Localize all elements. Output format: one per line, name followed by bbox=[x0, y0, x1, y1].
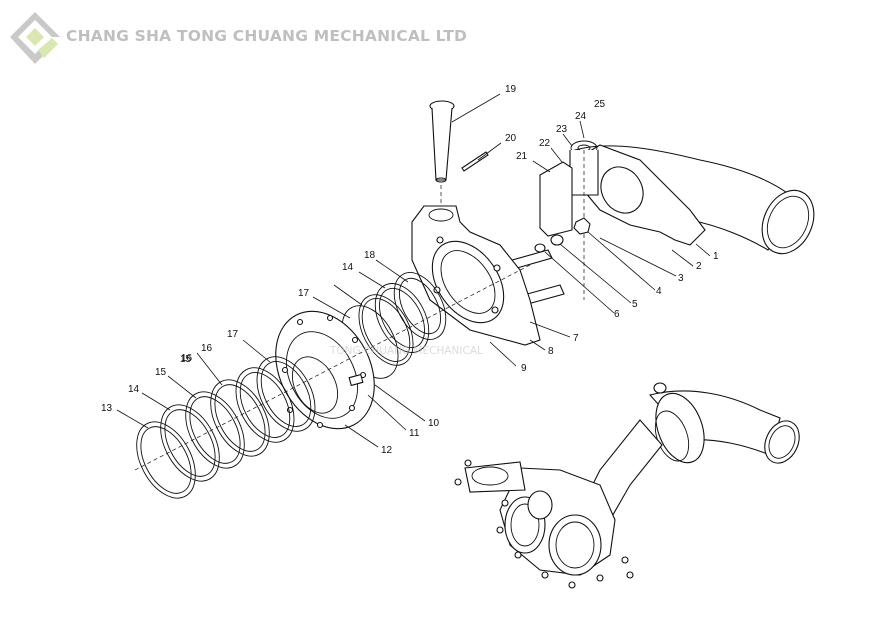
callout-15-b: 15 bbox=[180, 354, 192, 365]
washer-small bbox=[534, 234, 564, 253]
callout-6: 6 bbox=[614, 309, 620, 320]
callout-12: 12 bbox=[381, 445, 393, 456]
watermark-text: TONG CHUANG MECHANICAL bbox=[330, 345, 483, 357]
callout-18: 18 bbox=[364, 250, 376, 261]
hinge-pin bbox=[429, 100, 455, 183]
callout-25: 25 bbox=[594, 99, 606, 110]
callout-19: 19 bbox=[505, 84, 517, 95]
seal-ring-14-upper bbox=[374, 283, 430, 353]
seal-ring-13 bbox=[136, 421, 196, 499]
callout-2: 2 bbox=[696, 261, 702, 272]
callout-14-b: 14 bbox=[342, 262, 354, 273]
seal-ring-17-lower bbox=[256, 356, 316, 432]
nut bbox=[573, 217, 591, 235]
callout-9: 9 bbox=[521, 363, 527, 374]
company-logo-icon bbox=[10, 12, 60, 64]
locking-plate bbox=[539, 161, 573, 237]
seal-ring-14 bbox=[160, 404, 220, 482]
callout-16: 16 bbox=[181, 353, 193, 364]
callout-16-b: 16 bbox=[201, 343, 213, 354]
cotter-pin bbox=[461, 151, 489, 172]
seal-ring-18 bbox=[393, 272, 447, 340]
callout-21: 21 bbox=[516, 151, 528, 162]
seal-ring-16-upper bbox=[358, 294, 414, 366]
callout-23: 23 bbox=[556, 124, 568, 135]
callout-24: 24 bbox=[575, 111, 587, 122]
callout-10: 10 bbox=[428, 418, 440, 429]
seal-ring-15-lower bbox=[210, 379, 270, 457]
callout-17-b: 17 bbox=[298, 288, 310, 299]
flange-housing bbox=[275, 310, 375, 430]
seal-ring-16-lower bbox=[235, 367, 295, 443]
callout-4: 4 bbox=[656, 286, 662, 297]
company-name: CHANG SHA TONG CHUANG MECHANICAL LTD bbox=[66, 27, 468, 45]
outlet-elbow-housing bbox=[569, 140, 815, 255]
callout-14: 14 bbox=[128, 384, 140, 395]
callout-1: 1 bbox=[713, 251, 719, 262]
leader-lines bbox=[116, 93, 711, 448]
callout-numbers: 1 2 3 4 5 6 7 8 9 10 11 12 13 14 15 16 1… bbox=[101, 84, 719, 456]
callout-15: 15 bbox=[155, 367, 167, 378]
assembly-overview bbox=[454, 382, 800, 589]
bearing-housing-bracket bbox=[411, 205, 541, 346]
callout-22: 22 bbox=[539, 138, 551, 149]
callout-5: 5 bbox=[632, 299, 638, 310]
callout-11: 11 bbox=[409, 428, 420, 439]
callout-13: 13 bbox=[101, 403, 113, 414]
callout-20: 20 bbox=[505, 133, 517, 144]
seal-ring-15 bbox=[185, 391, 245, 469]
callout-8: 8 bbox=[548, 346, 554, 357]
callout-3: 3 bbox=[678, 273, 684, 284]
callout-17: 17 bbox=[227, 329, 239, 340]
callout-7: 7 bbox=[573, 333, 579, 344]
